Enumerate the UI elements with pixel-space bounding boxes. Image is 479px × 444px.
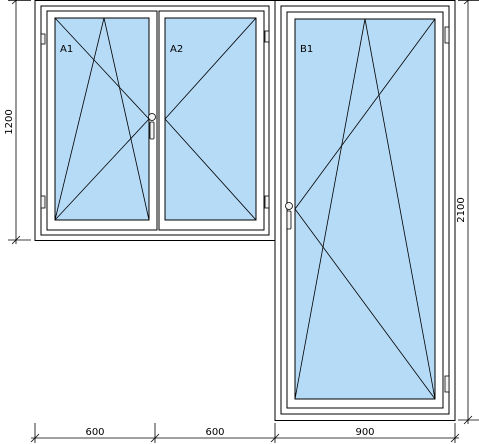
dimension-window-height: 1200 xyxy=(4,109,15,134)
dimension-lines xyxy=(8,0,479,443)
sash-a2-glass xyxy=(164,17,257,221)
sash-a2-label: A2 xyxy=(170,44,183,55)
sash-b1[interactable]: B1 xyxy=(285,11,450,409)
dimension-width-b1: 900 xyxy=(355,427,374,438)
dimension-door-height: 2100 xyxy=(456,197,467,222)
hinge-icon xyxy=(444,375,450,393)
sash-a1[interactable]: A1 xyxy=(40,10,158,231)
window-unit: A1 A2 xyxy=(34,0,276,241)
hinge-icon xyxy=(264,30,270,43)
hinge-icon xyxy=(264,195,270,209)
sash-b1-glass xyxy=(294,18,436,400)
hinge-icon xyxy=(444,26,450,44)
handle-icon[interactable] xyxy=(285,202,293,230)
sash-a2[interactable]: A2 xyxy=(158,10,270,231)
door-unit: B1 xyxy=(274,0,456,421)
dimension-width-a2: 600 xyxy=(205,427,224,438)
sash-a1-glass xyxy=(54,17,150,221)
handle-icon[interactable] xyxy=(148,113,156,140)
sash-a1-label: A1 xyxy=(60,44,73,55)
hinge-icon xyxy=(40,33,46,45)
dimension-width-a1: 600 xyxy=(85,427,104,438)
hinge-icon xyxy=(40,195,46,209)
sash-b1-label: B1 xyxy=(300,44,313,55)
